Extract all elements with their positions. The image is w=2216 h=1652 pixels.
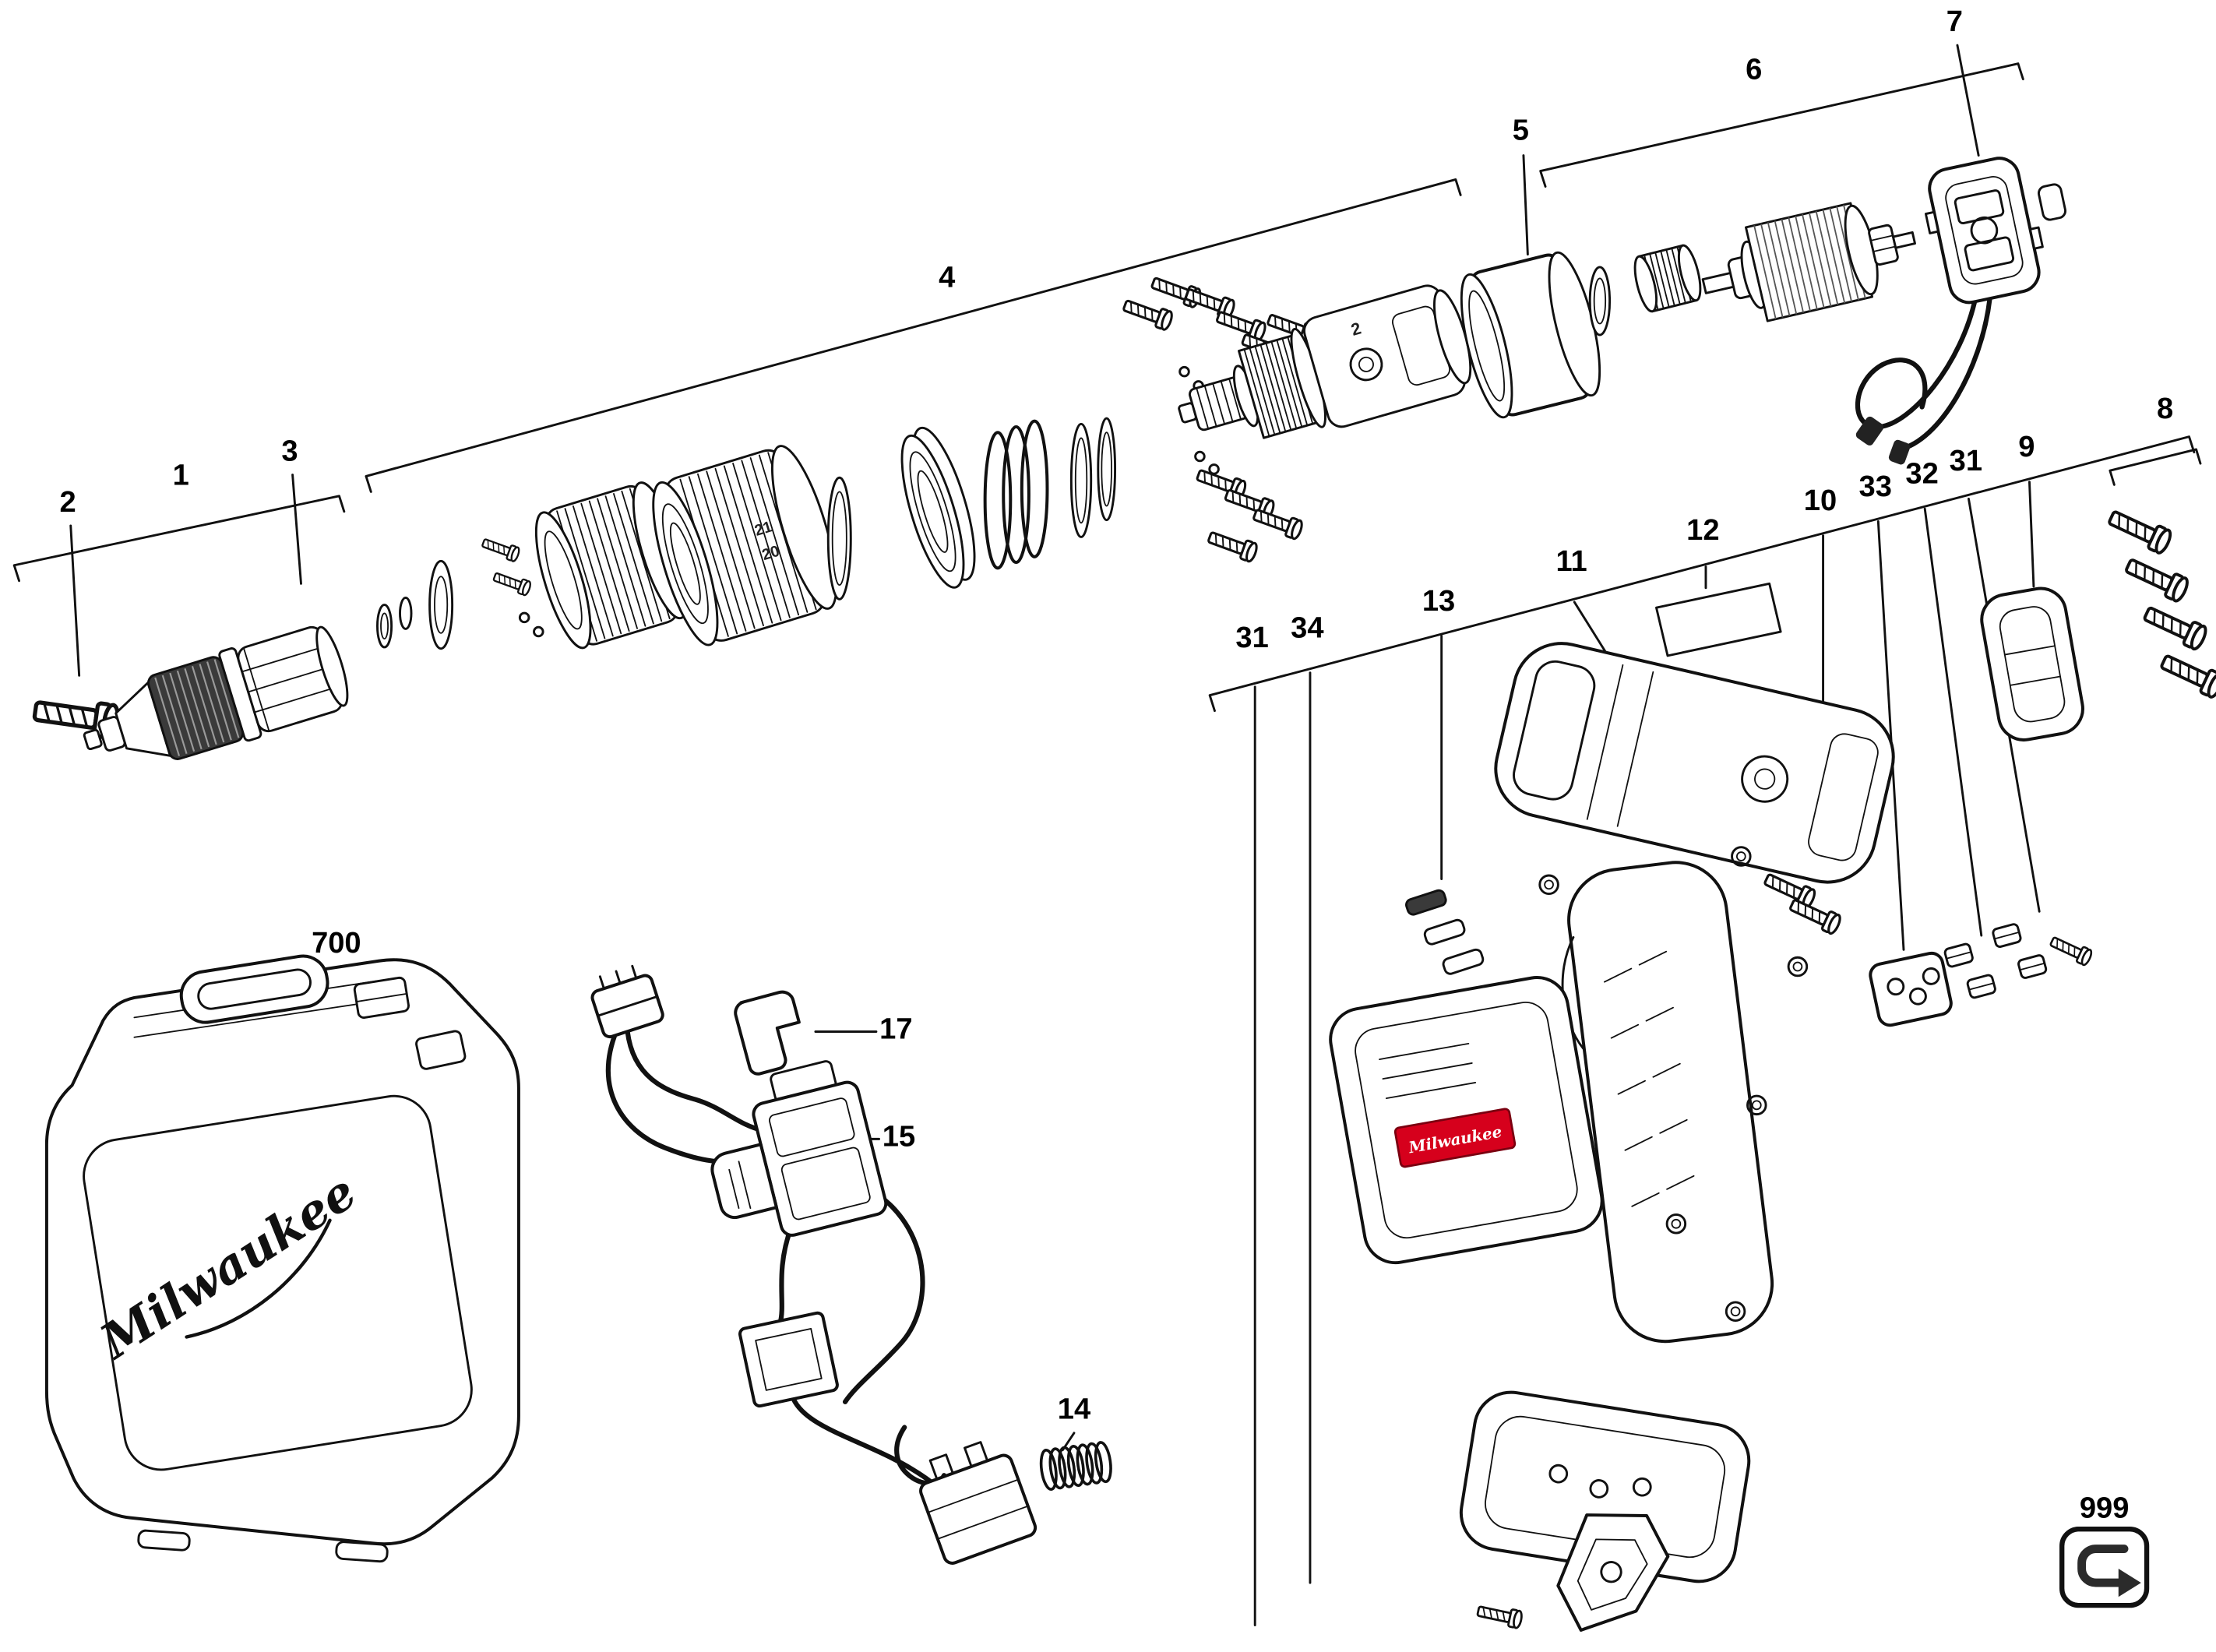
end-cap-button [2038,183,2066,221]
part-number-label-7-6: 7 [1946,5,1963,38]
case-handle [179,954,329,1024]
part-number-label-13-15: 13 [1422,585,1455,618]
trigger-spring [1039,1441,1112,1491]
gear-train-group: 21 20 [376,272,1472,650]
part-number-label-32-10: 32 [1905,458,1938,491]
motor-rotor [1701,202,1916,322]
replacement-symbol [2059,1526,2150,1608]
screw-bosses [1538,846,1809,1322]
label-sticker [1655,582,1782,657]
leader-lines [12,44,2202,1626]
part-number-label-11-14: 11 [1555,545,1587,578]
part-number-label-9-8: 9 [2018,431,2035,463]
housing-front-half: Milwaukee [1329,976,1604,1265]
clutch-spring [983,419,1049,570]
part-number-label-2-0: 2 [60,486,76,519]
part-number-label-10-12: 10 [1804,484,1837,517]
part-number-label-1-1: 1 [173,459,189,491]
switch-assembly [590,964,1038,1565]
part-number-label-5-4: 5 [1513,114,1529,147]
case-latch [353,976,410,1019]
part-number-label-31-17: 31 [1235,622,1268,654]
part-number-label-4-3: 4 [939,261,955,294]
housing-brand-label [1393,1108,1517,1168]
bottom-screw [1475,1601,1524,1630]
wire-connector [590,964,664,1039]
bit-holder-block [1869,951,1953,1027]
brush-end-cap [1855,157,2066,465]
part-number-label-15-20: 15 [883,1120,915,1153]
motor-pinion [1633,244,1702,313]
carrying-case: Milwaukee [44,954,520,1563]
part-number-label-33-11: 33 [1859,470,1892,503]
motor-group [1588,202,1916,336]
housing-assembly: Milwaukee [1329,642,1895,1583]
part-number-label-700-18: 700 [312,927,361,960]
clutch-plate [900,426,976,589]
part-number-label-17-19: 17 [879,1013,912,1046]
part-number-label-14-21: 14 [1058,1393,1090,1426]
part-number-label-34-16: 34 [1291,611,1323,644]
spindle-gearcase: 2 [1178,284,1472,439]
chuck-assembly [83,625,349,760]
small-hardware [1753,786,2094,1027]
small-buttons [1405,889,1485,975]
battery-terminal-block [919,1441,1038,1565]
clutch-collar: 21 20 [652,445,838,646]
part-number-label-3-2: 3 [281,435,298,467]
part-number-label-6-5: 6 [1746,54,1762,86]
part-number-label-999-22: 999 [2080,1492,2130,1525]
gearcase-marking: 2 [1349,319,1364,340]
gear-cup [1460,251,1601,419]
part-number-label-31-9: 31 [1950,445,1982,477]
case-latch [415,1030,467,1070]
part-number-label-8-7: 8 [2157,393,2173,425]
trigger-switch [710,1060,888,1237]
switch-plate [738,1311,839,1408]
bottom-bracket [1556,1513,1670,1632]
part-number-label-12-13: 12 [1686,514,1719,547]
housing-screws [2105,504,2216,701]
selector-button [734,990,801,1076]
rear-housing-piece [1980,586,2084,741]
